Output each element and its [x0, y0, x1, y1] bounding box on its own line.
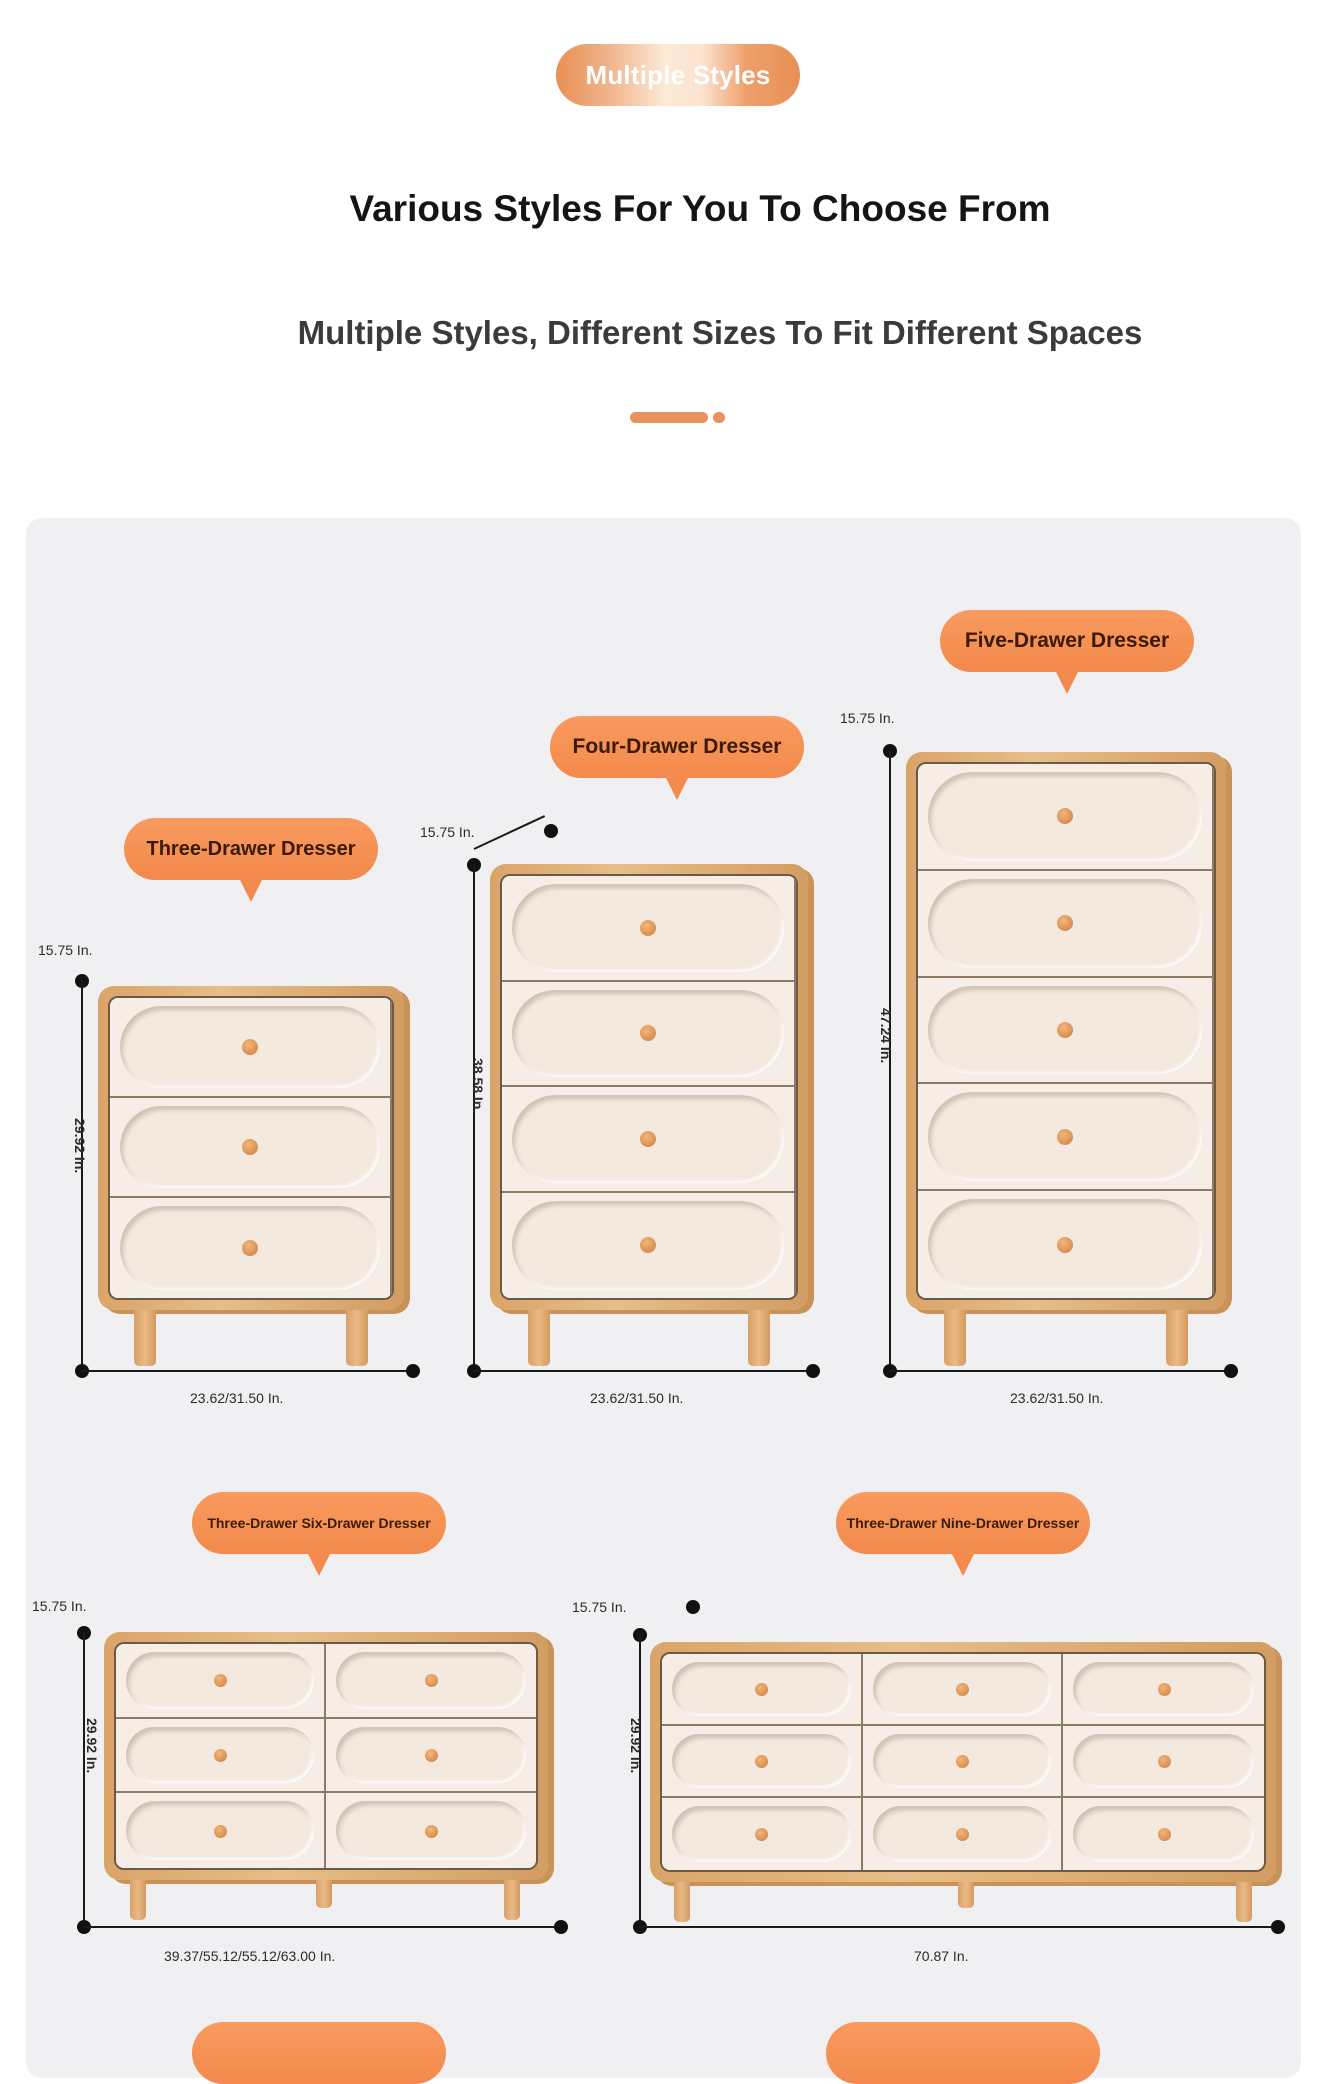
depth-label: 15.75 In.: [420, 824, 475, 840]
section-pill-label: Multiple Styles: [585, 59, 771, 90]
product-name-bubble-cut: [826, 2022, 1100, 2084]
dimension-dot: [1224, 1364, 1238, 1378]
height-label: 38.58 In.: [470, 1058, 486, 1114]
dresser-leg: [504, 1880, 520, 1920]
dresser-leg: [944, 1310, 966, 1366]
dresser-image: [98, 986, 404, 1310]
dimension-dot: [544, 824, 558, 838]
depth-label: 15.75 In.: [572, 1599, 627, 1615]
product-name-bubble: Five-Drawer Dresser: [940, 610, 1194, 694]
height-line: [639, 1634, 641, 1928]
dresser-leg: [1236, 1882, 1252, 1922]
section-pill: Multiple Styles: [556, 44, 800, 106]
dresser-leg: [130, 1880, 146, 1920]
dresser-leg: [134, 1310, 156, 1366]
product-name: Three-Drawer Six-Drawer Dresser: [207, 1515, 431, 1531]
dresser-image: [650, 1642, 1276, 1882]
product-name: Three-Drawer Nine-Drawer Dresser: [846, 1515, 1080, 1531]
dresser-leg: [1166, 1310, 1188, 1366]
width-line: [83, 1926, 561, 1928]
dresser-image: [906, 752, 1226, 1310]
dimension-dot: [1271, 1920, 1285, 1934]
dresser-leg: [346, 1310, 368, 1366]
dresser-image: [490, 864, 808, 1310]
dimension-dot: [806, 1364, 820, 1378]
product-name: Four-Drawer Dresser: [572, 735, 782, 758]
height-label: 29.92 In.: [84, 1718, 100, 1774]
dimension-dot: [686, 1600, 700, 1614]
width-line: [889, 1370, 1231, 1372]
dresser-leg: [528, 1310, 550, 1366]
product-name-bubble-cut: [192, 2022, 446, 2084]
page-title: Various Styles For You To Choose From: [349, 188, 1051, 229]
dimension-dot: [406, 1364, 420, 1378]
dresser-leg: [958, 1882, 974, 1908]
product-name-bubble: Three-Drawer Six-Drawer Dresser: [192, 1492, 446, 1576]
depth-label: 15.75 In.: [32, 1598, 87, 1614]
width-label: 23.62/31.50 In.: [590, 1390, 684, 1406]
depth-label: 15.75 In.: [38, 942, 93, 958]
depth-label: 15.75 In.: [840, 710, 895, 726]
dimension-dot: [554, 1920, 568, 1934]
product-name: Three-Drawer Dresser: [146, 837, 356, 860]
height-line: [473, 864, 475, 1372]
divider-dash: [630, 412, 708, 423]
product-name: Five-Drawer Dresser: [964, 629, 1170, 652]
page-subtitle: Multiple Styles, Different Sizes To Fit …: [297, 314, 1143, 351]
width-label: 23.62/31.50 In.: [1010, 1390, 1104, 1406]
width-label: 39.37/55.12/55.12/63.00 In.: [164, 1948, 336, 1964]
height-label: 29.92 In.: [72, 1118, 88, 1174]
width-line: [81, 1370, 413, 1372]
width-line: [639, 1926, 1279, 1928]
width-line: [473, 1370, 813, 1372]
width-label: 70.87 In.: [914, 1948, 969, 1964]
dresser-leg: [748, 1310, 770, 1366]
height-line: [889, 750, 891, 1372]
product-name-bubble: Three-Drawer Nine-Drawer Dresser: [836, 1492, 1090, 1576]
dresser-leg: [674, 1882, 690, 1922]
product-name-bubble: Three-Drawer Dresser: [124, 818, 378, 902]
height-line: [81, 980, 83, 1372]
product-name-bubble: Four-Drawer Dresser: [550, 716, 804, 800]
height-label: 29.92 In.: [628, 1718, 644, 1774]
divider-dot: [713, 412, 725, 423]
height-label: 47.24 In.: [878, 1008, 894, 1064]
width-label: 23.62/31.50 In.: [190, 1390, 284, 1406]
dresser-image: [104, 1632, 548, 1880]
height-line: [83, 1632, 85, 1928]
dresser-leg: [316, 1880, 332, 1908]
